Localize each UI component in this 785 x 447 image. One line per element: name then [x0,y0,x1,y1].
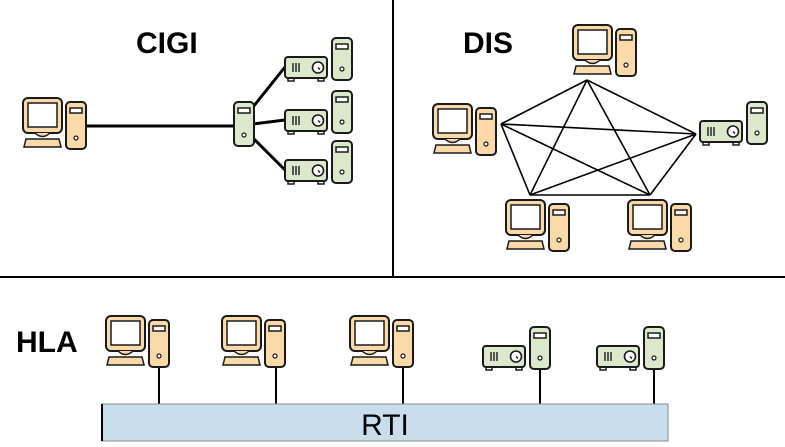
server-tower-icon [233,101,255,147]
dis-node-right [699,101,768,146]
dis-mesh-link [529,133,697,196]
dis-mesh-link [500,123,651,196]
dis-mesh-link [586,79,651,196]
cigi-channel-link [251,66,287,108]
cigi-title: CIGI [136,27,198,60]
ig-tower-icon [643,326,665,370]
hla-node-1 [105,315,170,368]
computer-icon [432,103,497,156]
dis-mesh-link [500,123,697,135]
dis-title: DIS [463,27,513,60]
dis-node-left [432,103,497,156]
cigi-panel [22,37,353,185]
cigi-channel-link [251,136,287,172]
dis-mesh-link [529,79,588,196]
rti-bus: RTI [101,403,669,442]
ig-tower-icon [529,326,551,370]
cigi-channel-link [252,118,286,126]
computer-icon [105,315,170,368]
cigi-hub-server [233,101,255,147]
computer-icon [572,24,637,77]
projector-icon [482,345,526,371]
dis-mesh-link [500,123,531,196]
dis-panel [432,24,768,252]
connection-lines [87,66,697,404]
computer-icon [221,315,286,368]
dis-node-top [572,24,637,77]
hla-panel [105,315,665,371]
cigi-host-computer [22,97,87,150]
projector-icon [284,109,328,135]
projector-icon [596,345,640,371]
dis-mesh-link [586,79,697,135]
projector-icon [284,56,328,82]
ig-tower-icon [331,37,353,81]
cigi-channel-3 [284,140,353,185]
hla-node-3 [349,315,414,368]
computer-icon [505,199,570,252]
computer-icon [627,199,692,252]
dis-mesh-link [500,79,588,125]
cigi-channel-1 [284,37,353,82]
rti-label: RTI [361,409,409,442]
dis-node-bottom-left [505,199,570,252]
cigi-channel-2 [284,90,353,135]
hla-node-2 [221,315,286,368]
dis-mesh-link [649,133,697,196]
ig-tower-icon [331,140,353,184]
projector-icon [284,159,328,185]
ig-tower-icon [746,101,768,145]
projector-icon [699,120,743,146]
computer-icon [349,315,414,368]
hla-title: HLA [16,326,78,359]
devices [22,24,768,371]
computer-icon [22,97,87,150]
hla-node-4 [482,326,551,371]
hla-node-5 [596,326,665,371]
ig-tower-icon [331,90,353,134]
dis-node-bottom-right [627,199,692,252]
